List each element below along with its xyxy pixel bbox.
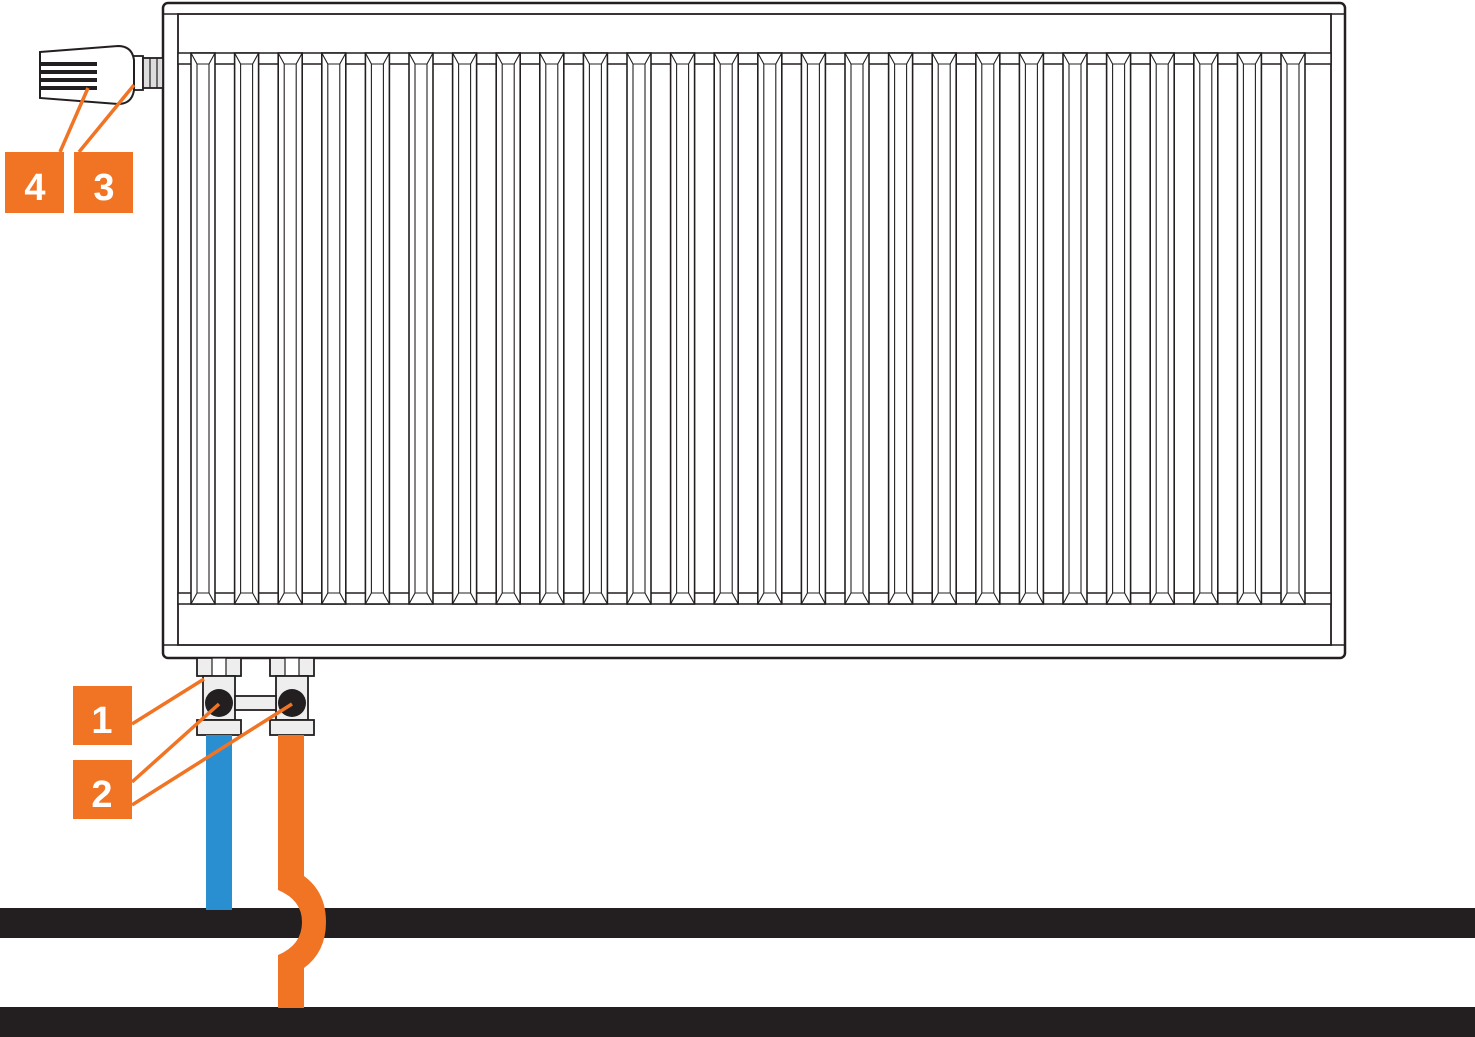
callout-label-4: 4	[24, 167, 45, 209]
radiator-fin	[844, 52, 870, 605]
thermostatic-head-icon	[38, 44, 144, 106]
callout-label-2: 2	[91, 774, 112, 816]
radiator-fin	[582, 52, 609, 605]
radiator-fin	[974, 52, 1001, 605]
radiator-fin	[1193, 52, 1219, 605]
radiator-fin	[800, 52, 827, 605]
callout-badge-3: 3	[74, 152, 133, 213]
radiator-fin	[538, 52, 565, 605]
radiator-fin	[931, 52, 958, 605]
callout-badge-4: 4	[5, 152, 64, 213]
floor-layer-bottom	[0, 1007, 1475, 1037]
callout-label-1: 1	[91, 700, 112, 742]
radiator-fin	[1062, 52, 1088, 605]
radiator-fin	[626, 52, 652, 605]
radiator-fin	[713, 52, 740, 605]
radiator-fin	[1149, 52, 1175, 605]
radiator-fin	[1236, 52, 1263, 605]
floor-layer-top	[0, 908, 1475, 938]
radiator-fin	[1105, 52, 1132, 605]
radiator-fin	[887, 52, 914, 605]
radiator-fin	[277, 52, 304, 605]
leader-lines	[58, 83, 293, 807]
callout-badge-1: 1	[73, 686, 132, 745]
radiator-fin	[1280, 52, 1306, 605]
radiator-fin	[190, 52, 216, 605]
supply-pipe	[278, 735, 326, 1008]
radiator-fin	[756, 52, 783, 605]
top-collector	[177, 52, 1332, 65]
radiator-fin	[495, 52, 522, 605]
return-pipe	[206, 735, 232, 910]
radiator-fin	[364, 52, 391, 605]
radiator-fin	[408, 52, 434, 605]
panel-radiator	[161, 1, 1347, 660]
callout-label-3: 3	[93, 167, 114, 209]
valve-insert-icon	[142, 57, 164, 89]
radiator-fin	[320, 52, 347, 605]
radiator-fin	[451, 52, 478, 605]
radiator-fin	[233, 52, 260, 605]
radiator-fin	[1018, 52, 1045, 605]
callout-badge-2: 2	[73, 760, 132, 819]
radiator-fins	[190, 52, 1306, 605]
radiator-fin	[669, 52, 696, 605]
bottom-collector	[177, 592, 1332, 605]
